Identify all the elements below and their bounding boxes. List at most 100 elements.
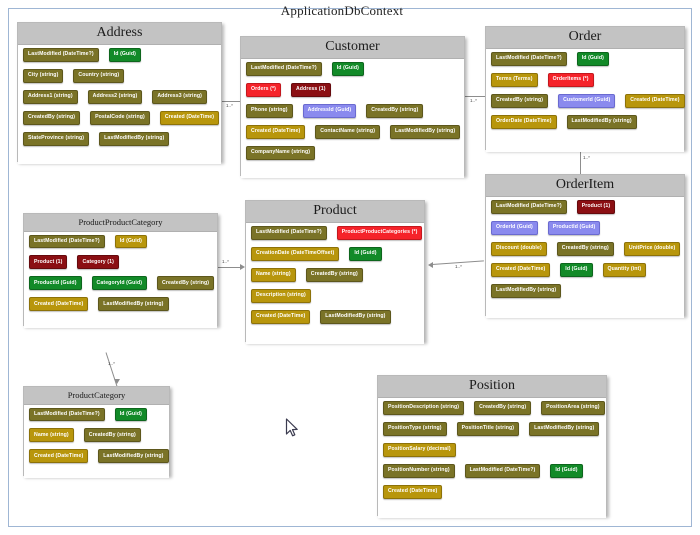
property-chip[interactable]: Description (string)	[251, 288, 311, 303]
property-chip[interactable]: Quantity (int)	[602, 262, 647, 277]
property-chip[interactable]: Id (Guid)	[576, 52, 609, 66]
property-chip[interactable]: Category (1)	[77, 255, 119, 270]
property-chip[interactable]: ContactName (string)	[315, 124, 381, 139]
property-row: PositionNumber (string) LastModified (Dat…	[383, 463, 601, 478]
property-chip[interactable]: Id (Guid)	[108, 48, 141, 62]
property-chip[interactable]: Id (Guid)	[114, 407, 147, 422]
property-chip[interactable]: LastModifiedBy (string)	[390, 124, 461, 139]
property-chip[interactable]: Created (DateTime)	[159, 110, 220, 125]
property-chip[interactable]: Address1 (string)	[23, 89, 78, 104]
property-chip[interactable]: Address (1)	[290, 82, 331, 97]
property-row: LastModified (DateTime?) Id (Guid)	[246, 62, 459, 76]
property-chip[interactable]: StateProvince (string)	[23, 131, 90, 146]
property-chip[interactable]: Id (Guid)	[331, 62, 364, 76]
property-chip[interactable]: LastModifiedBy (string)	[320, 309, 391, 324]
property-chip[interactable]: UnitPrice (double)	[623, 241, 681, 256]
property-chip[interactable]: Created (DateTime)	[383, 484, 443, 499]
property-chip[interactable]: Address2 (string)	[87, 89, 143, 104]
property-chip[interactable]: CreationDate (DateTimeOffset)	[251, 246, 340, 261]
property-chip[interactable]: Product (1)	[29, 255, 68, 270]
property-chip[interactable]: LastModified (DateTime?)	[246, 62, 322, 76]
property-chip[interactable]: Created (DateTime)	[246, 124, 306, 139]
property-row: Name (string) CreatedBy (string)	[29, 428, 164, 443]
entity-properties: LastModified (DateTime?) Id (Guid) Product…	[24, 231, 217, 328]
property-row: CreatedBy (string) PostalCode (string) Cre…	[23, 110, 220, 125]
property-row: Created (DateTime) Id (Guid) Quantity (int…	[491, 262, 679, 277]
property-chip[interactable]: Id (Guid)	[114, 234, 147, 249]
property-chip[interactable]: LastModified (DateTime?)	[491, 52, 567, 66]
property-chip[interactable]: CategoryId (Guid)	[91, 276, 148, 291]
property-chip[interactable]: CreatedBy (string)	[305, 267, 363, 282]
property-chip[interactable]: ProductId (Guid)	[29, 276, 82, 291]
property-chip[interactable]: LastModifiedBy (string)	[98, 297, 169, 312]
property-chip[interactable]: LastModifiedBy (string)	[491, 283, 562, 298]
entity-product[interactable]: Product LastModified (DateTime?)ProductP…	[245, 200, 425, 344]
property-chip[interactable]: LastModified (DateTime?)	[464, 463, 541, 478]
property-chip[interactable]: Name (string)	[29, 428, 74, 443]
property-chip[interactable]: Created (DateTime)	[251, 309, 311, 324]
property-chip[interactable]: LastModified (DateTime?)	[23, 48, 99, 62]
property-chip[interactable]: LastModified (DateTime?)	[491, 200, 567, 214]
property-chip[interactable]: Country (string)	[73, 68, 125, 83]
property-chip[interactable]: Orders (*)	[246, 82, 281, 97]
property-row: Created (DateTime)	[383, 484, 601, 499]
property-chip[interactable]: PositionType (string)	[383, 421, 447, 436]
property-chip[interactable]: Terms (Terms)	[491, 72, 538, 87]
property-chip[interactable]: PositionSalary (decimal)	[383, 442, 456, 457]
property-chip[interactable]: ProductId (Guid)	[547, 220, 601, 235]
property-chip[interactable]: City (string)	[23, 68, 64, 83]
property-row: LastModified (DateTime?) Id (Guid)	[29, 234, 212, 249]
entity-customer[interactable]: Customer LastModified (DateTime?)Id (Gui…	[240, 36, 465, 178]
property-chip[interactable]: Created (DateTime)	[625, 93, 685, 108]
entity-productproductcategory[interactable]: ProductProductCategory LastModified (Dat…	[23, 213, 218, 328]
property-chip[interactable]: Address3 (string)	[152, 89, 207, 104]
entity-properties: PositionDescription (string) CreatedBy (s…	[378, 398, 606, 518]
property-chip[interactable]: CompanyName (string)	[246, 145, 316, 160]
entity-orderitem[interactable]: OrderItem LastModified (DateTime?)Produc…	[485, 174, 685, 318]
property-chip[interactable]: LastModifiedBy (string)	[99, 131, 170, 146]
property-chip[interactable]: LastModifiedBy (string)	[98, 449, 169, 464]
page-title: ApplicationDbContext	[280, 3, 404, 18]
property-chip[interactable]: PositionArea (string)	[541, 401, 605, 415]
property-chip[interactable]: CreatedBy (string)	[23, 110, 81, 125]
property-chip[interactable]: Id (Guid)	[349, 246, 382, 261]
property-chip[interactable]: LastModified (DateTime?)	[251, 226, 327, 240]
entity-address[interactable]: Address LastModified (DateTime?)Id (Guid…	[17, 22, 222, 164]
property-row: Name (string) CreatedBy (string)	[251, 267, 419, 282]
property-chip[interactable]: CreatedBy (string)	[366, 103, 424, 118]
property-chip[interactable]: CreatedBy (string)	[491, 93, 549, 108]
property-chip[interactable]: Product (1)	[576, 200, 616, 214]
property-chip[interactable]: LastModified (DateTime?)	[29, 407, 105, 422]
property-chip[interactable]: Created (DateTime)	[29, 449, 89, 464]
property-chip[interactable]: Name (string)	[251, 267, 296, 282]
property-row: OrderId (Guid) ProductId (Guid)	[491, 220, 679, 235]
property-chip[interactable]: LastModifiedBy (string)	[566, 114, 637, 129]
property-chip[interactable]: Created (DateTime)	[491, 262, 551, 277]
property-chip[interactable]: CreatedBy (string)	[474, 401, 532, 415]
property-chip[interactable]: CustomerId (Guid)	[558, 93, 616, 108]
property-chip[interactable]: Phone (string)	[246, 103, 293, 118]
property-chip[interactable]: PositionDescription (string)	[383, 401, 465, 415]
entity-productcategory[interactable]: ProductCategory LastModified (DateTime?)…	[23, 386, 170, 478]
property-chip[interactable]: OrderItems (*)	[547, 72, 594, 87]
entity-position[interactable]: Position PositionDescription (string)Cre…	[377, 375, 607, 518]
entity-order[interactable]: Order LastModified (DateTime?)Id (Guid)T…	[485, 26, 685, 152]
property-chip[interactable]: LastModifiedBy (string)	[529, 421, 600, 436]
property-chip[interactable]: ProductProductCategories (*)	[336, 226, 423, 240]
property-chip[interactable]: PostalCode (string)	[90, 110, 150, 125]
property-chip[interactable]: OrderId (Guid)	[491, 220, 538, 235]
property-chip[interactable]: PositionTitle (string)	[456, 421, 520, 436]
property-chip[interactable]: CreatedBy (string)	[556, 241, 614, 256]
property-row: PositionType (string) PositionTitle (stri…	[383, 421, 601, 436]
property-chip[interactable]: Discount (double)	[491, 241, 547, 256]
property-chip[interactable]: CreatedBy (string)	[83, 428, 141, 443]
property-chip[interactable]: PositionNumber (string)	[383, 463, 455, 478]
property-chip[interactable]: Id (Guid)	[560, 262, 593, 277]
property-chip[interactable]: AddressId (Guid)	[302, 103, 357, 118]
property-chip[interactable]: LastModified (DateTime?)	[29, 234, 105, 249]
property-chip[interactable]: Created (DateTime)	[29, 297, 89, 312]
property-chip[interactable]: OrderDate (DateTime)	[491, 114, 557, 129]
property-chip[interactable]: CreatedBy (string)	[157, 276, 215, 291]
property-row: Terms (Terms) OrderItems (*)	[491, 72, 679, 87]
property-chip[interactable]: Id (Guid)	[550, 463, 583, 478]
